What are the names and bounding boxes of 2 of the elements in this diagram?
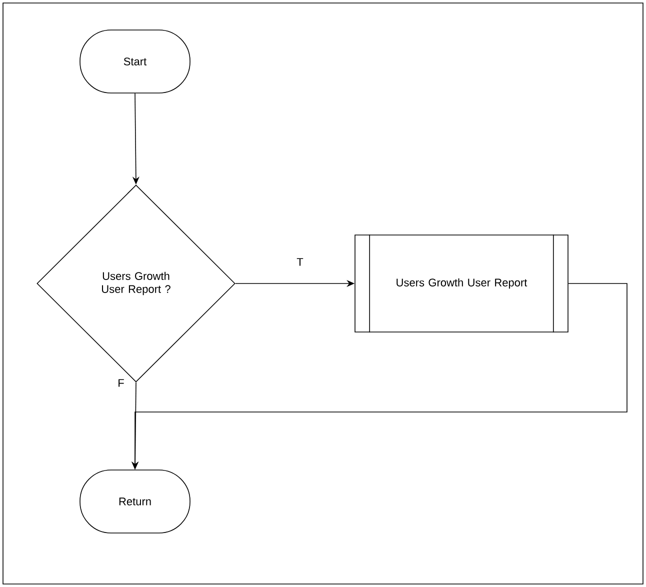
subprocess-box: Users Growth User Report: [354, 234, 568, 333]
edge-label: T: [296, 257, 304, 267]
